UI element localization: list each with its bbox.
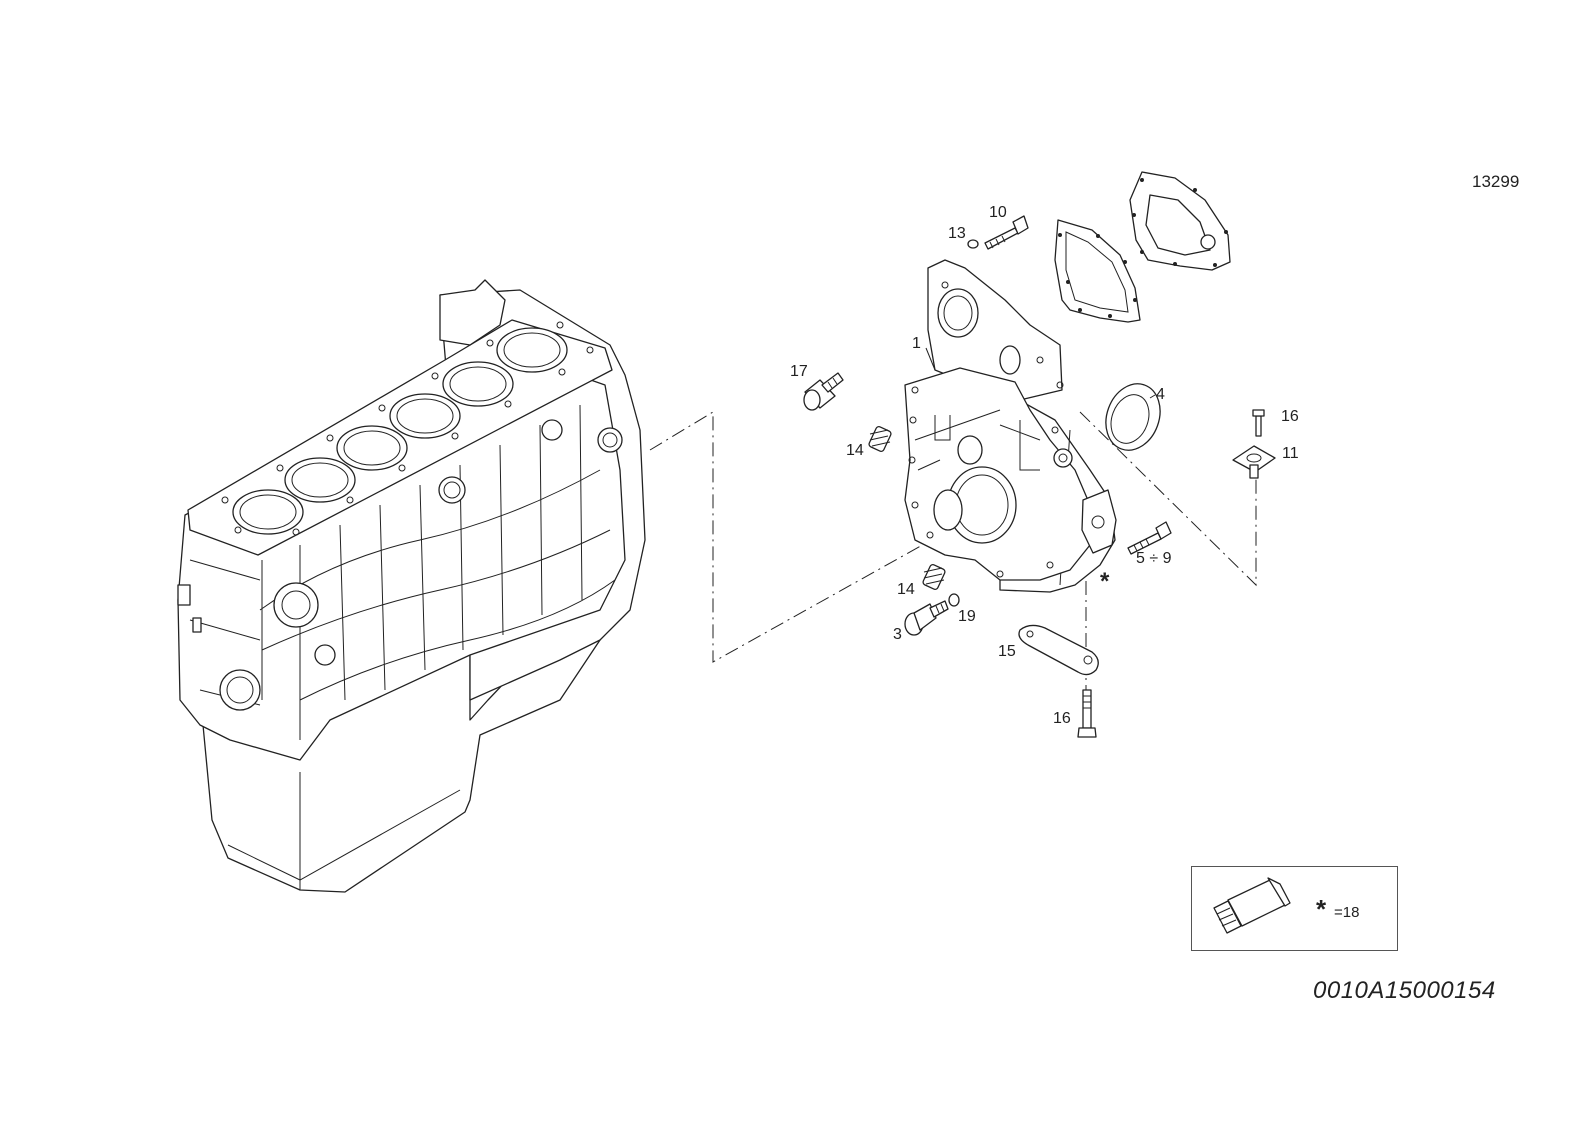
callout-15: 15 (998, 643, 1016, 660)
callout-1: 1 (912, 335, 921, 352)
washer-19 (948, 593, 960, 607)
bolt-5-9 (1127, 521, 1172, 555)
bolt-16-upper (1252, 409, 1265, 437)
callout-10: 10 (989, 204, 1007, 221)
callout-4: 4 (1156, 386, 1165, 403)
engine-block (177, 279, 646, 893)
bracket-11 (1232, 445, 1276, 479)
callout-11: 11 (1282, 445, 1299, 462)
plate-15 (1018, 624, 1099, 676)
sealant-asterisk: * (1100, 568, 1110, 595)
gasket (1054, 219, 1141, 323)
legend-text: =18 (1334, 904, 1360, 921)
dowel-14-upper (868, 425, 892, 453)
cylinder-bores (232, 327, 568, 535)
legend-symbol: * (1316, 894, 1327, 924)
dowel-14-lower (922, 563, 946, 591)
callout-17: 17 (790, 363, 808, 380)
bolt-16-lower (1077, 689, 1097, 738)
callout-5-9: 5 ÷ 9 (1136, 550, 1172, 567)
screw-3 (904, 600, 949, 636)
bolt-10 (984, 215, 1029, 250)
screw-17 (803, 372, 844, 411)
seal-ring (1105, 383, 1161, 451)
leader-lines (925, 347, 1156, 399)
callout-13: 13 (948, 225, 966, 242)
callout-19: 19 (958, 608, 976, 625)
callout-14-upper: 14 (846, 442, 864, 459)
callout-16-lower: 16 (1053, 710, 1071, 727)
access-cover (1129, 171, 1231, 271)
callout-16-upper: 16 (1281, 408, 1299, 425)
callout-3: 3 (893, 626, 902, 643)
timing-case-cover (904, 259, 1117, 593)
washer-13 (967, 239, 979, 249)
sealant-legend-box: * =18 (1191, 866, 1398, 951)
drawing-code: 0010A15000154 (1313, 977, 1496, 1004)
sheet-number: 13299 (1472, 172, 1520, 191)
callout-14-lower: 14 (897, 581, 915, 598)
sealant-tube-icon (1213, 877, 1291, 934)
